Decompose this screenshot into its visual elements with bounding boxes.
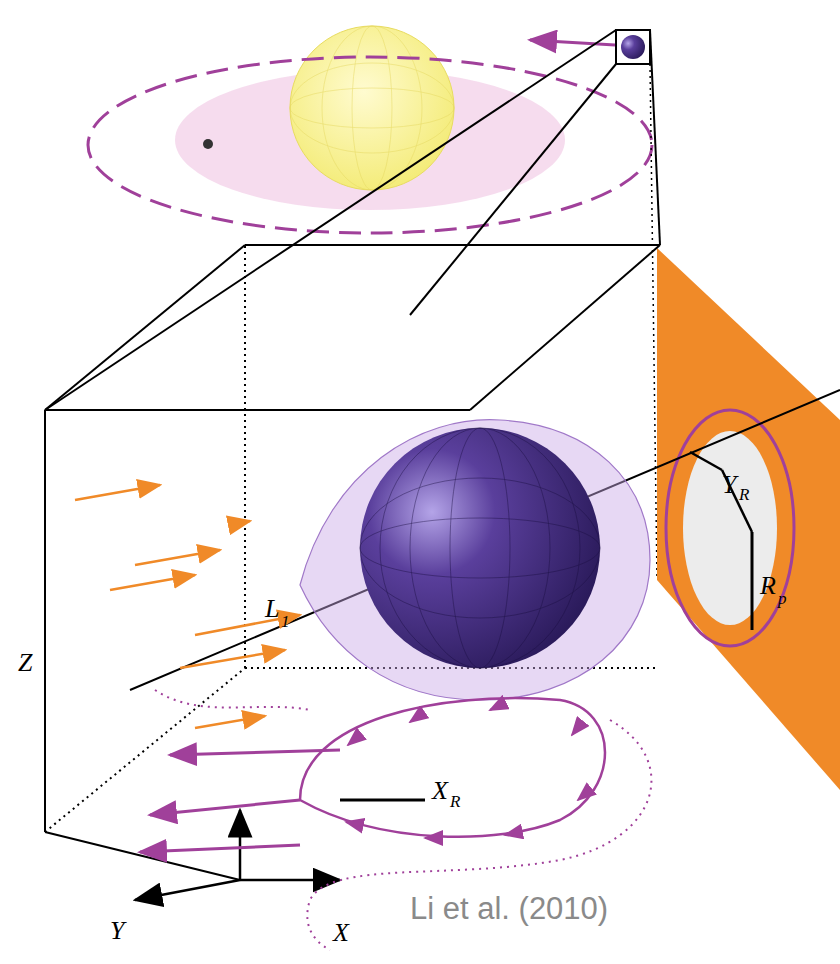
citation: Li et al. (2010): [410, 893, 608, 924]
symbol-label: X: [333, 920, 349, 946]
symbol-label: R: [760, 573, 776, 599]
subscript-label: R: [450, 793, 460, 810]
symbol-label: Y: [722, 472, 736, 498]
symbol-label: Z: [18, 650, 32, 676]
subscript-label: 1: [281, 613, 290, 630]
subscript-label: R: [739, 486, 749, 503]
symbol-label: L: [265, 596, 279, 622]
subscript-label: p: [778, 590, 787, 607]
symbol-label: X: [432, 778, 448, 804]
symbol-label: Y: [110, 918, 124, 944]
